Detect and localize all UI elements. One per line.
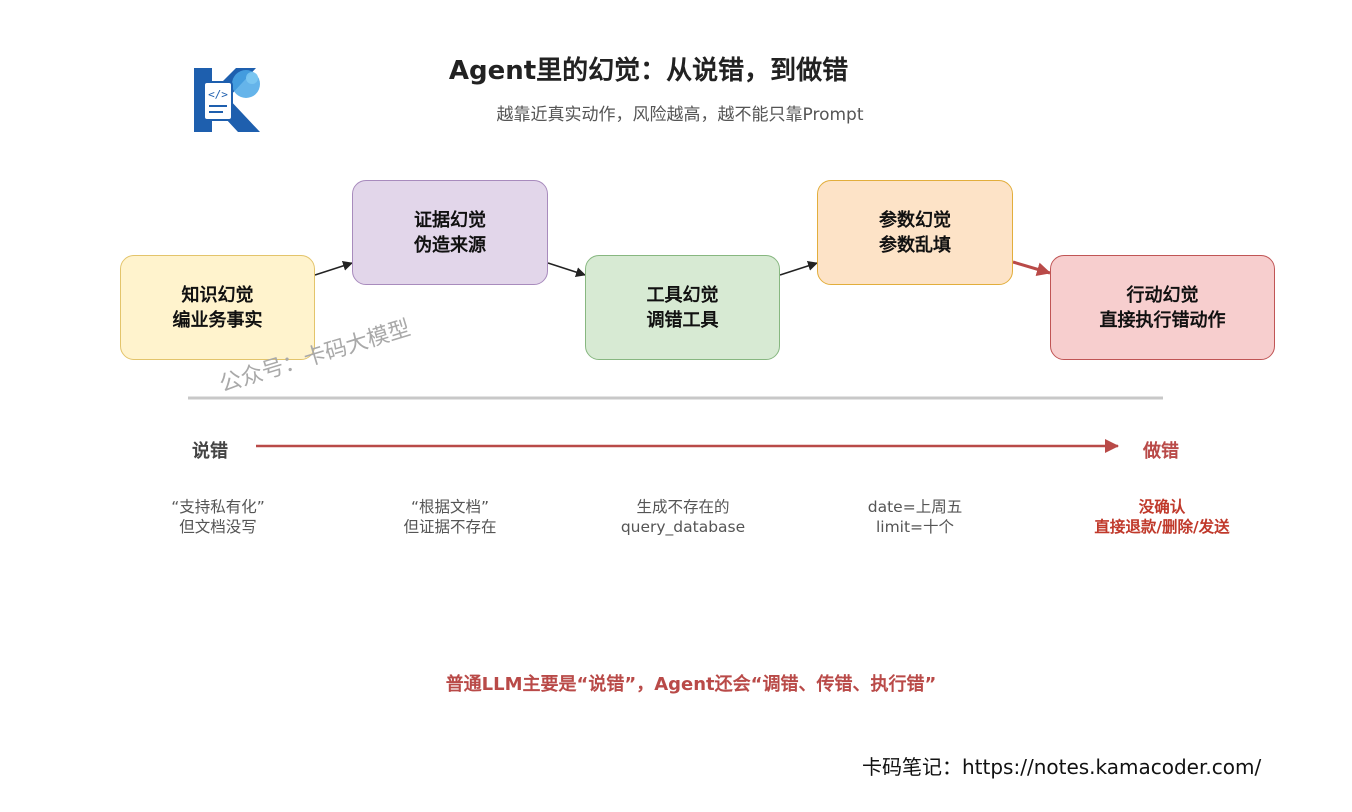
node-desc: 参数乱填 bbox=[879, 234, 951, 256]
diagram-title: Agent里的幻觉：从说错，到做错 bbox=[448, 56, 849, 86]
node-action-hallucination: 行动幻觉 直接执行错动作 bbox=[1050, 255, 1275, 360]
node-title: 行动幻觉 bbox=[1126, 284, 1199, 306]
example-action: 没确认 直接退款/删除/发送 bbox=[1052, 497, 1272, 537]
arrow-evidence-to-tool bbox=[547, 262, 586, 277]
summary-text: 普通LLM主要是“说错”，Agent还会“调错、传错、执行错” bbox=[445, 674, 937, 695]
example-line: 但文档没写 bbox=[179, 518, 257, 536]
example-line: “根据文档” bbox=[410, 498, 490, 516]
node-desc: 编业务事实 bbox=[172, 309, 263, 331]
node-title: 知识幻觉 bbox=[181, 284, 254, 306]
node-title: 参数幻觉 bbox=[879, 209, 951, 231]
diagram-subtitle: 越靠近真实动作，风险越高，越不能只靠Prompt bbox=[496, 105, 864, 125]
node-desc: 伪造来源 bbox=[414, 234, 486, 256]
node-knowledge-hallucination: 知识幻觉 编业务事实 bbox=[120, 255, 315, 360]
svg-text:</>: </> bbox=[208, 88, 228, 101]
example-line: 没确认 bbox=[1138, 498, 1186, 516]
node-parameter-hallucination: 参数幻觉 参数乱填 bbox=[817, 180, 1013, 285]
example-line: “支持私有化” bbox=[171, 498, 265, 516]
example-line: 但证据不存在 bbox=[403, 518, 497, 536]
example-line: date=上周五 bbox=[867, 498, 963, 516]
example-line: query_database bbox=[620, 518, 746, 536]
example-line: 直接退款/删除/发送 bbox=[1094, 518, 1230, 536]
node-evidence-hallucination: 证据幻觉 伪造来源 bbox=[352, 180, 548, 285]
arrow-tool-to-parameter bbox=[779, 261, 818, 276]
example-parameter: date=上周五 limit=十个 bbox=[805, 497, 1025, 537]
node-desc: 直接执行错动作 bbox=[1099, 309, 1226, 331]
example-evidence: “根据文档” 但证据不存在 bbox=[340, 497, 560, 537]
axis-label-say-wrong: 说错 bbox=[192, 441, 228, 462]
kamacoder-logo-icon: </> bbox=[190, 62, 268, 136]
arrow-parameter-to-action bbox=[1012, 260, 1051, 277]
node-title: 工具幻觉 bbox=[646, 284, 719, 306]
arrow-knowledge-to-evidence bbox=[314, 261, 353, 276]
example-line: 生成不存在的 bbox=[636, 498, 730, 516]
example-knowledge: “支持私有化” 但文档没写 bbox=[108, 497, 328, 537]
example-tool: 生成不存在的 query_database bbox=[573, 497, 793, 537]
node-desc: 调错工具 bbox=[646, 309, 719, 331]
example-line: limit=十个 bbox=[875, 518, 955, 536]
node-title: 证据幻觉 bbox=[414, 209, 486, 231]
node-tool-hallucination: 工具幻觉 调错工具 bbox=[585, 255, 780, 360]
footer-link-text: 卡码笔记：https://notes.kamacoder.com/ bbox=[862, 755, 1262, 779]
axis-label-do-wrong: 做错 bbox=[1143, 441, 1179, 462]
